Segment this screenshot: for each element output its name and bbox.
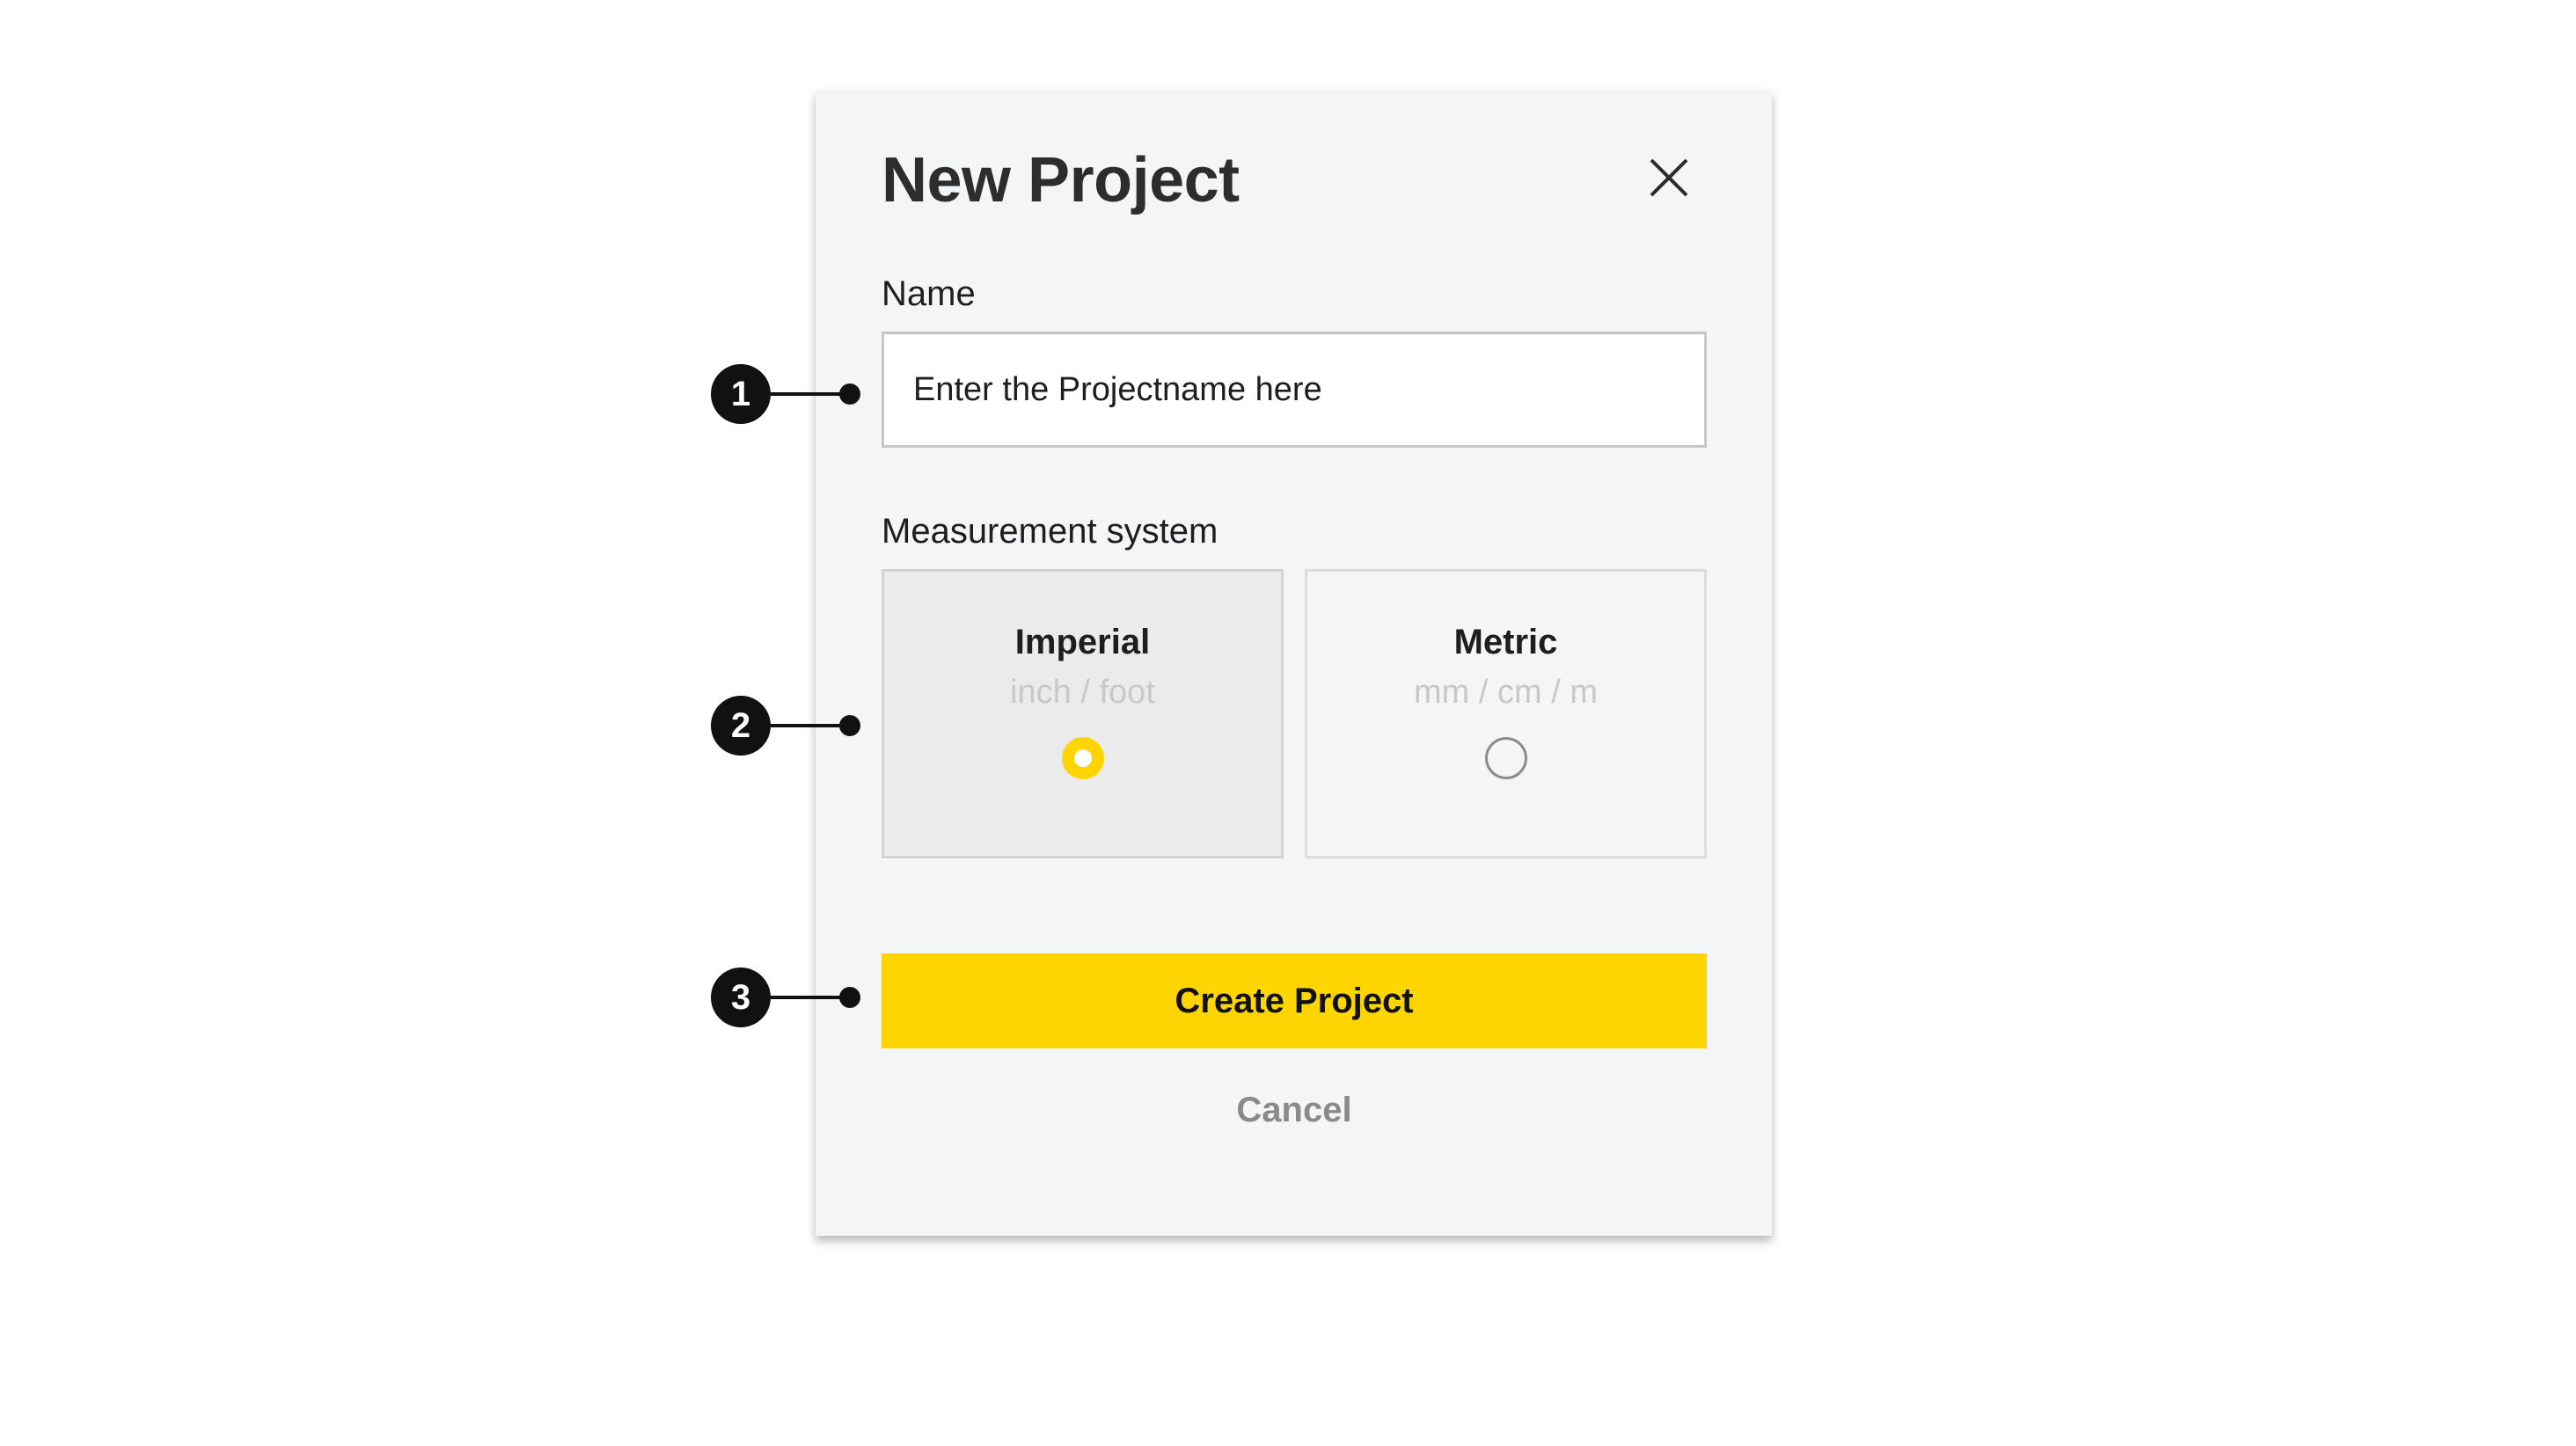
close-button[interactable] <box>1634 142 1704 213</box>
option-metric-units: mm / cm / m <box>1414 674 1598 711</box>
radio-imperial[interactable] <box>1061 737 1104 779</box>
project-name-input[interactable] <box>882 332 1707 448</box>
option-imperial[interactable]: Imperial inch / foot <box>882 569 1284 858</box>
radio-metric[interactable] <box>1484 737 1527 779</box>
callout-dot <box>839 383 860 405</box>
option-imperial-units: inch / foot <box>1010 674 1155 711</box>
callout-3: 3 <box>711 968 860 1027</box>
callout-dot <box>839 987 860 1008</box>
callout-line <box>771 996 848 999</box>
create-project-button[interactable]: Create Project <box>882 953 1707 1048</box>
callout-number: 1 <box>711 364 771 424</box>
option-imperial-title: Imperial <box>1014 623 1151 661</box>
name-label: Name <box>882 274 976 313</box>
option-metric-title: Metric <box>1453 623 1558 661</box>
new-project-dialog: New Project Name Measurement system Impe… <box>816 90 1772 1236</box>
option-metric[interactable]: Metric mm / cm / m <box>1305 569 1707 858</box>
callout-line <box>771 724 848 727</box>
callout-2: 2 <box>711 696 860 756</box>
callout-1: 1 <box>711 364 860 424</box>
callout-dot <box>839 715 860 736</box>
callout-number: 3 <box>711 968 771 1027</box>
callout-line <box>771 392 848 396</box>
dialog-title: New Project <box>882 145 1240 215</box>
measurement-system-label: Measurement system <box>882 512 1218 551</box>
cancel-button[interactable]: Cancel <box>882 1075 1707 1145</box>
close-icon <box>1650 158 1688 197</box>
callout-number: 2 <box>711 696 771 756</box>
